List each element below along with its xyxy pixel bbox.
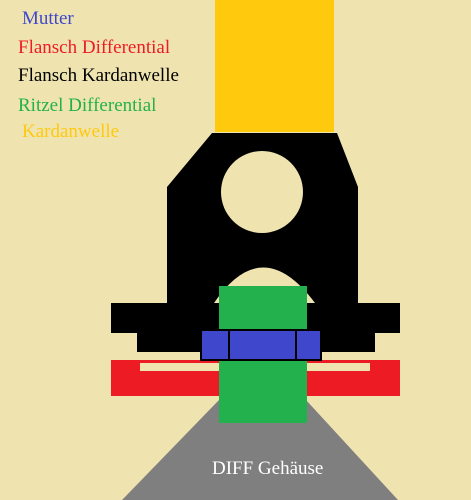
mutter-nut [200, 329, 322, 361]
legend-kardanwelle: Kardanwelle [22, 121, 120, 142]
legend-ritzel-differential: Ritzel Differential [18, 95, 157, 116]
flansch-kardanwelle-yoke [167, 133, 358, 303]
diff-gehaeuse [122, 400, 398, 500]
kardanwelle-shaft [215, 0, 334, 132]
legend-flansch-differential: Flansch Differential [18, 37, 171, 58]
legend-mutter: Mutter [22, 8, 74, 29]
legend-flansch-kardanwelle: Flansch Kardanwelle [18, 65, 179, 86]
diff-gehaeuse-label: DIFF Gehäuse [212, 458, 324, 479]
